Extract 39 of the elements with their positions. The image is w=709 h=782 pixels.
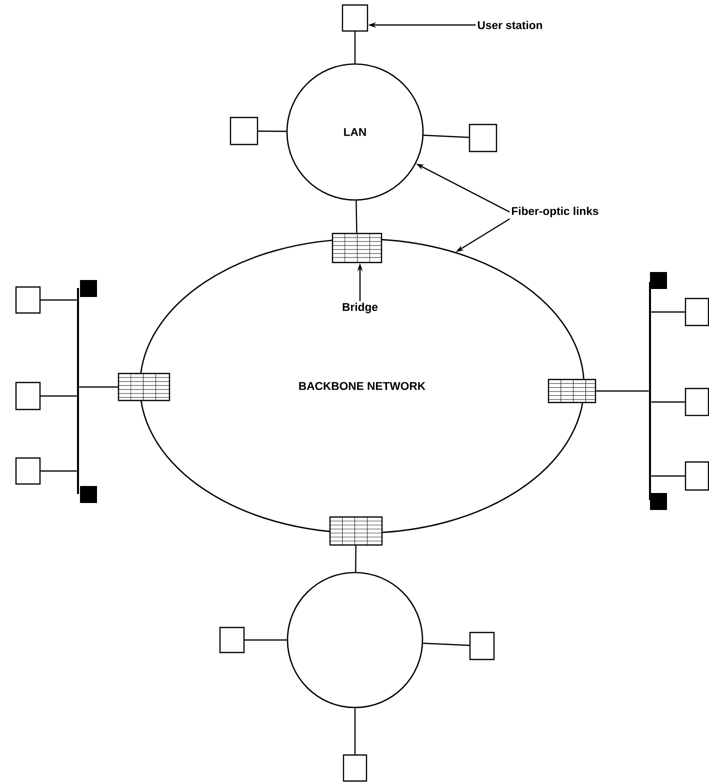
user-station-box [15, 457, 41, 485]
connector-line [258, 130, 286, 132]
bridge-box [329, 516, 383, 546]
connector-line [79, 386, 118, 388]
bridge-box [332, 232, 382, 264]
connector-line [651, 401, 685, 403]
connector-line [244, 639, 287, 641]
connector-line [423, 642, 470, 646]
connector-line [651, 475, 685, 477]
lan-ring [286, 572, 424, 708]
bus-line [649, 282, 651, 500]
user-station-box [219, 626, 245, 654]
connector-line [40, 470, 77, 472]
bridge-box [118, 372, 170, 402]
user-station-box [684, 461, 709, 491]
connector-line [40, 299, 77, 301]
user-station-box [15, 382, 41, 410]
connector-line [424, 134, 469, 138]
bridge-box [548, 378, 596, 404]
connector-line [354, 32, 356, 64]
user-station-box [684, 388, 709, 416]
user-station-box [230, 116, 258, 146]
connector-line [651, 311, 685, 313]
callout-label: Fiber-optic links [512, 206, 598, 218]
user-station-box [684, 298, 709, 326]
connector-line [596, 390, 649, 392]
callout-label: User station [478, 20, 542, 30]
user-station-box [468, 124, 498, 152]
connector-line [355, 546, 356, 572]
user-station-box [342, 754, 368, 782]
connector-line [356, 200, 358, 233]
user-station-box [342, 4, 368, 32]
user-station-box [15, 286, 41, 314]
user-station-box [469, 632, 495, 660]
connector-line [354, 708, 356, 754]
connector-line [40, 395, 77, 397]
lan-ring: LAN [286, 63, 424, 201]
callout-label: Bridge [342, 302, 378, 314]
bus-line [77, 288, 79, 494]
